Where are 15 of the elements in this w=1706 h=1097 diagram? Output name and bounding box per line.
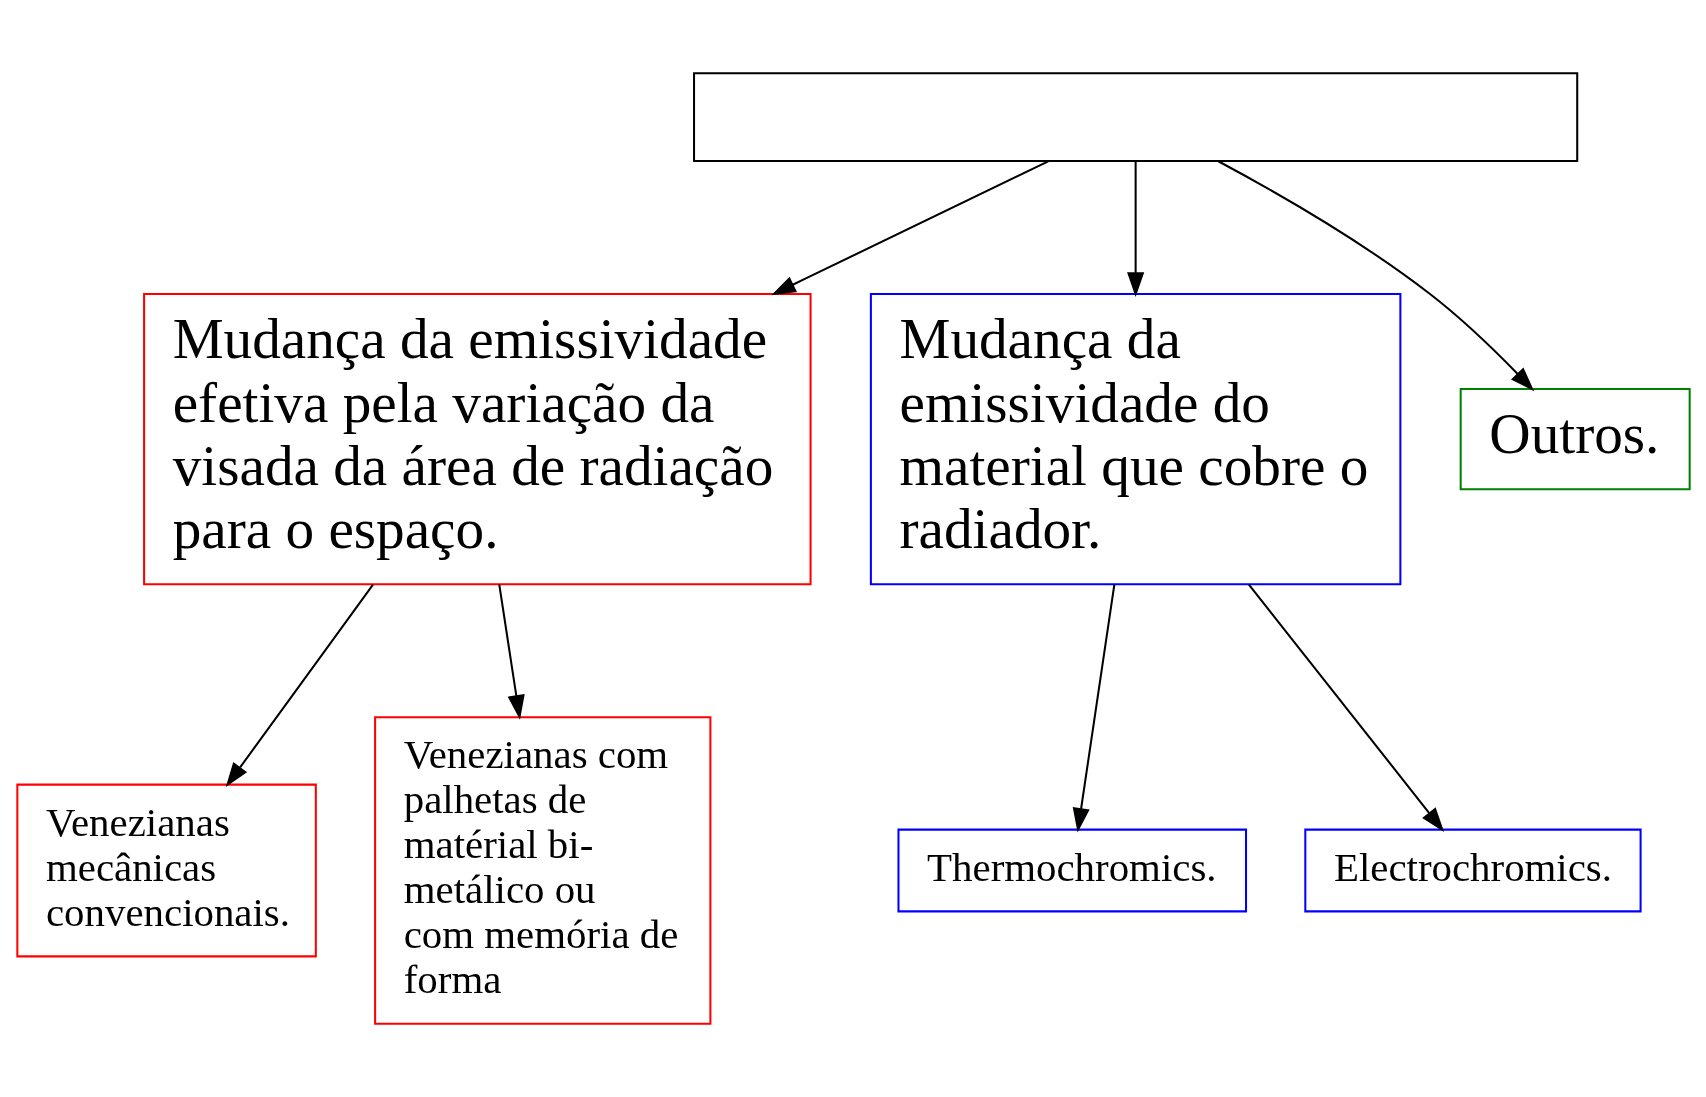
node-box: Venezianas com palhetas de matérial bi-metálico ou com memória de forma <box>373 716 711 1025</box>
node-box: Mudança da emissividade do material que cobre o radiador. <box>869 292 1401 586</box>
node-box <box>692 72 1578 163</box>
node-box: Mudança da emissividade efetiva pela variação da visada da área de radiação para o espaço. <box>142 292 812 586</box>
arrow <box>1126 161 1144 297</box>
node-box: Outros. <box>1459 388 1691 491</box>
arrow <box>1247 584 1444 832</box>
arrow <box>770 160 1049 296</box>
node-box: Thermochromics. <box>896 828 1247 913</box>
arrow <box>1072 584 1115 833</box>
arrow <box>225 584 374 788</box>
node-box: Venezianas mecânicas convencionais. <box>15 783 317 958</box>
arrow <box>497 584 525 720</box>
arrow <box>1217 160 1534 392</box>
node-box: Electrochromics. <box>1303 828 1642 913</box>
